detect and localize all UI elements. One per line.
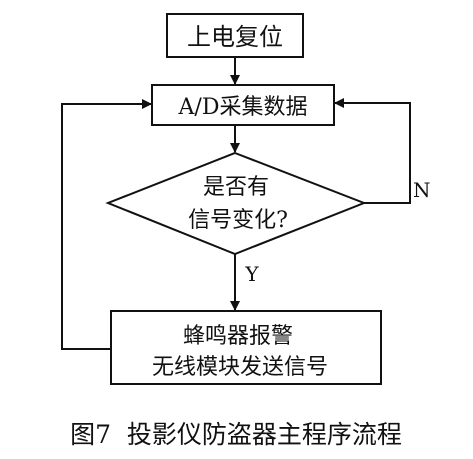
no-label: N [413, 178, 431, 202]
alarm-label-line2: 无线模块发送信号 [152, 355, 328, 380]
power-reset-label: 上电复位 [187, 23, 283, 51]
figure-caption: 图7 投影仪防盗器主程序流程 [70, 420, 402, 449]
yes-label: Y [244, 262, 259, 286]
decision-diamond [105, 151, 367, 256]
decision-label-line1: 是否有 [203, 175, 269, 200]
decision-label-line2: 信号变化? [188, 208, 288, 233]
arrow-decision-no [334, 98, 411, 204]
alarm-box [110, 310, 382, 385]
alarm-label-line1: 蜂鸣器报警 [183, 324, 293, 349]
arrow-alarm-loop [61, 99, 152, 350]
ad-collect-label: A/D采集数据 [178, 95, 308, 120]
